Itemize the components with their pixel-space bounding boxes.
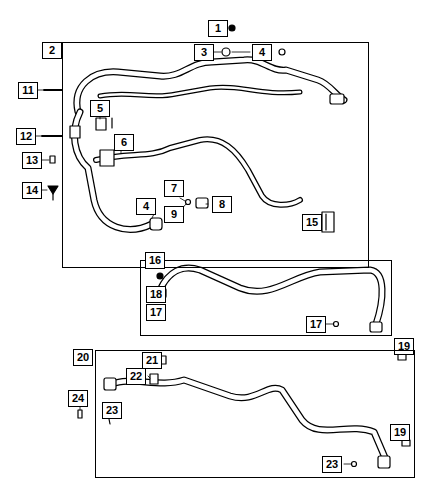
callout-number: 16 [145,252,165,269]
callout-box: 18 [146,286,166,303]
callout-number: 12 [20,130,32,142]
callout-number: 23 [326,458,338,470]
callout-box: 13 [22,152,42,169]
callout-box: 14 [22,182,42,199]
callout-number: 9 [171,208,177,220]
leader-line [36,28,250,218]
callout-number: 2 [42,42,62,59]
callout-number: 4 [259,46,265,58]
callout-number: 3 [201,46,207,58]
callout-number: 22 [130,370,142,382]
callout-number: 4 [143,200,149,212]
callout-box: 17 [146,304,166,321]
callout-box: 4 [252,44,272,61]
callout-number: 8 [219,198,225,210]
callout-box: 12 [16,128,36,145]
callout-box: 19 [390,424,410,441]
callout-number: 7 [171,182,177,194]
part-group: 202122231923 [95,350,415,478]
callout-box: 17 [306,316,326,333]
fitting [70,94,344,230]
hose [74,60,344,230]
callout-box: 24 [68,390,88,407]
small-parts [42,25,334,232]
callout-number: 13 [26,154,38,166]
callout-number: 23 [106,404,118,416]
callout-number: 24 [72,392,84,404]
callout-box: 8 [212,196,232,213]
callout-box: 15 [302,214,322,231]
callout-number: 17 [310,318,322,330]
callout-number: 15 [306,216,318,228]
callout-box: 22 [126,368,146,385]
callout-number: 6 [121,136,127,148]
callout-number: 20 [73,349,93,366]
part-group: 16181717 [140,260,392,336]
callout-number: 1 [215,22,221,34]
callout-box: 21 [142,352,162,369]
callout-box: 5 [90,100,110,117]
callout-box: 7 [164,180,184,197]
callout-box: 11 [18,82,38,99]
callout-box: 1 [208,20,228,37]
callout-number: 17 [150,306,162,318]
callout-number: 14 [26,184,38,196]
callout-box: 6 [114,134,134,151]
callout-number: 21 [146,354,158,366]
callout-box: 3 [194,44,214,61]
callout-box: 19 [394,338,414,355]
callout-number: 5 [97,102,103,114]
callout-box: 23 [322,456,342,473]
callout-box: 9 [164,206,184,223]
callout-box: 23 [102,402,122,419]
part-group: 234567849 [62,42,369,268]
callout-number: 19 [394,426,406,438]
callout-number: 18 [150,288,162,300]
callout-number: 11 [22,84,34,96]
callout-box: 4 [136,198,156,215]
